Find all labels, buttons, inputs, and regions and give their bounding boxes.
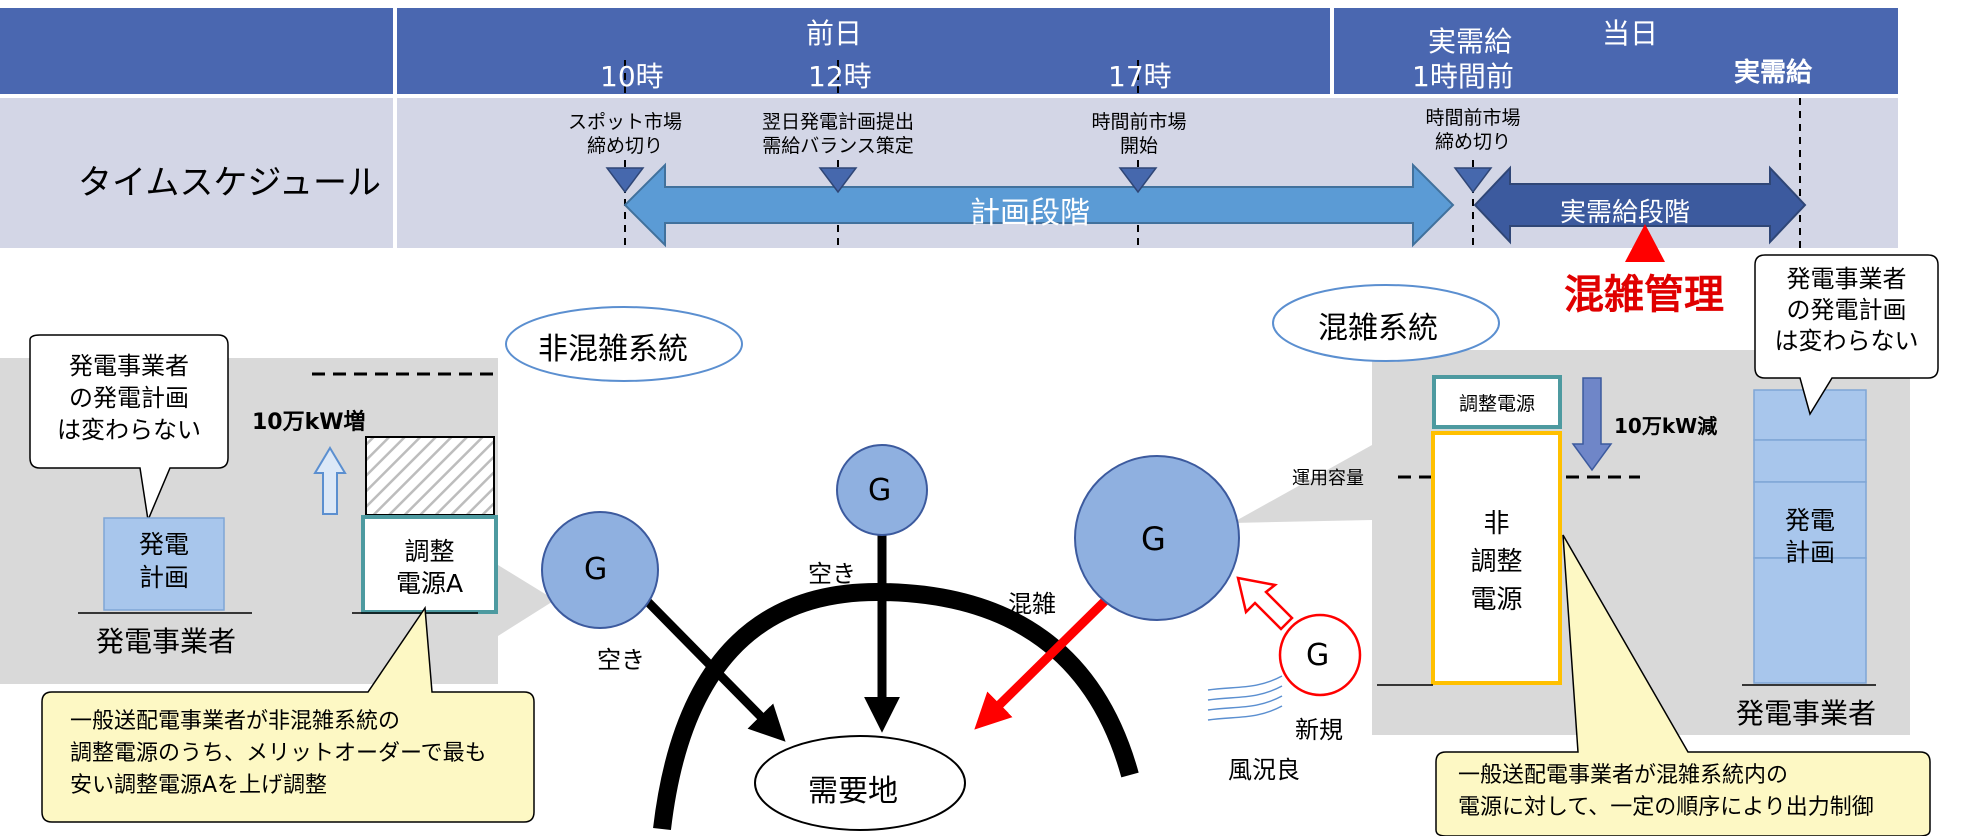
generator-center-label: G — [868, 473, 892, 508]
right-callout-bubble — [1754, 254, 1939, 416]
new-generator-arrow — [1236, 576, 1294, 631]
left-gray-pointer — [498, 565, 555, 636]
right-note-text: 一般送配電事業者が混雑系統内の電源に対して、一定の順序により出力制御 — [1458, 763, 1874, 820]
congested-system-label: 混雑系統 — [1318, 311, 1438, 346]
congested-label-ellipse — [1272, 284, 1500, 362]
event-plan-submit: 翌日発電計画提出需給バランス策定 — [761, 111, 914, 157]
generator-left-label: G — [584, 552, 608, 587]
operating-capacity-label: 運用容量 — [1292, 468, 1364, 489]
left-generator-label: 発電事業者 — [96, 625, 237, 658]
non-adjustable-source-box — [1431, 431, 1562, 685]
free-left-label: 空き — [597, 646, 645, 674]
generator-new — [1278, 613, 1362, 697]
left-plan-label: 発電計画 — [138, 530, 189, 592]
right-plan-stack — [1753, 389, 1867, 684]
demand-area-ellipse — [754, 735, 966, 831]
header-1h-before-l1: 実需給 — [1428, 25, 1513, 58]
header-12h: 12時 — [808, 60, 872, 93]
real-time-phase-label: 実需給段階 — [1560, 198, 1691, 228]
real-time-phase-arrow — [1473, 165, 1807, 245]
right-generator-label: 発電事業者 — [1736, 697, 1877, 730]
right-plan-label: 発電計画 — [1784, 506, 1835, 567]
timeline-row-label: タイムスケジュール — [78, 163, 381, 203]
timeline-header-bar — [0, 8, 1898, 94]
right-gray-pointer — [1232, 445, 1372, 523]
header-real-time: 実需給 — [1734, 58, 1813, 88]
header-17h: 17時 — [1108, 60, 1172, 93]
event-markers — [605, 167, 1493, 194]
header-1h-before-l2: 1時間前 — [1412, 60, 1514, 93]
header-day-before: 前日 — [806, 17, 863, 50]
new-generator-label: 新規 — [1295, 716, 1343, 744]
planning-phase-label: 計画段階 — [970, 196, 1090, 231]
event-intraday-close: 時間前市場締め切り — [1425, 107, 1521, 153]
decrease-down-arrow — [1571, 377, 1613, 472]
non-adjustable-source-label: 非調整電源 — [1470, 509, 1523, 615]
demand-area-label: 需要地 — [808, 774, 898, 809]
congestion-management-label: 混雑管理 — [1564, 272, 1724, 318]
event-spot-close: スポット市場締め切り — [568, 111, 683, 157]
right-adjust-source-label: 調整電源 — [1458, 393, 1535, 415]
non-congested-label-ellipse — [505, 306, 743, 382]
free-center-label: 空き — [808, 560, 856, 588]
congestion-marker — [1625, 224, 1665, 262]
increase-up-arrow — [313, 446, 347, 515]
generator-new-label: G — [1306, 638, 1330, 673]
increase-label: 10万kW増 — [252, 410, 366, 435]
left-increase-block — [365, 436, 495, 516]
left-note-box — [41, 605, 535, 823]
right-callout-text: 発電事業者の発電計画は変わらない — [1774, 265, 1919, 355]
left-note-text: 一般送配電事業者が非混雑系統の調整電源のうち、メリットオーダーで最も安い調整電源… — [70, 709, 487, 798]
congested-flow-arrow — [974, 592, 1114, 730]
header-same-day: 当日 — [1602, 17, 1659, 50]
decrease-label: 10万kW減 — [1614, 414, 1718, 438]
event-intraday-open: 時間前市場開始 — [1091, 111, 1187, 157]
left-flow-arrow — [644, 598, 786, 742]
header-10h: 10時 — [600, 60, 664, 93]
adjust-source-a-label: 調整電源A — [395, 537, 464, 598]
generator-left — [541, 511, 659, 629]
left-callout-bubble — [29, 334, 229, 523]
left-plan-block — [103, 517, 225, 611]
wind-label: 風況良 — [1228, 756, 1300, 784]
right-adjust-source-box — [1432, 375, 1562, 429]
left-callout-text: 発電事業者の発電計画は変わらない — [57, 352, 201, 444]
generator-congested — [1074, 455, 1240, 621]
generator-congested-label: G — [1141, 520, 1166, 558]
planning-phase-arrow — [623, 162, 1455, 248]
generator-center — [836, 444, 928, 536]
wind-icon — [1207, 675, 1283, 721]
congested-label: 混雑 — [1008, 590, 1056, 618]
left-adjust-source-a — [361, 515, 498, 614]
non-congested-label: 非混雑系統 — [538, 332, 688, 367]
